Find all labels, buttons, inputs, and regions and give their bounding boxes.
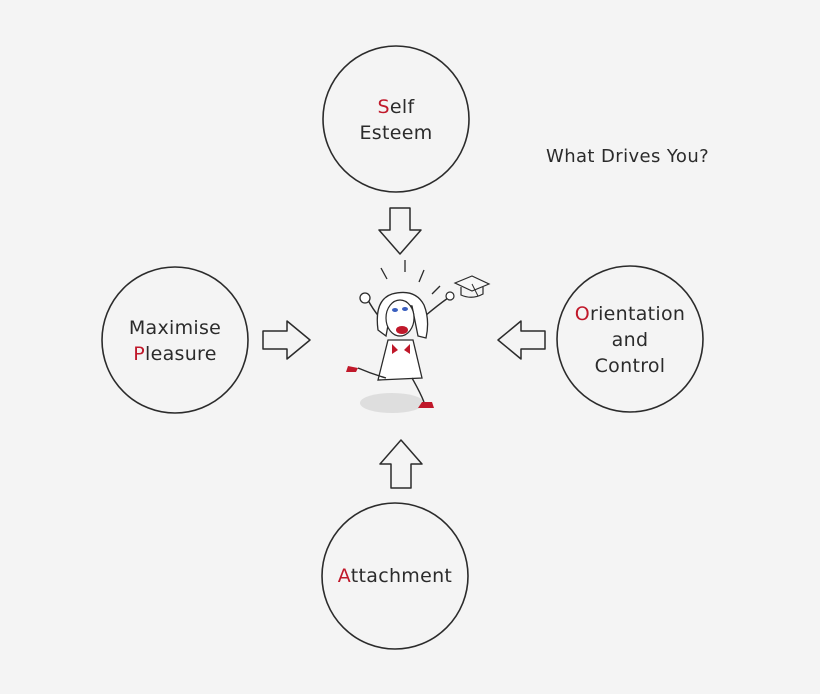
node-text-ttachment: ttachment: [350, 565, 453, 587]
node-text-esteem: Esteem: [359, 122, 433, 144]
node-circle-maximise-pleasure: [101, 266, 249, 414]
node-initial-s: S: [377, 96, 390, 118]
happy-person-icon: [346, 260, 491, 413]
node-label-attachment: Attachment: [325, 563, 465, 589]
node-label-self-esteem: Self Esteem: [336, 94, 456, 146]
node-text-control: Control: [594, 355, 666, 377]
diagram-title: What Drives You?: [546, 146, 710, 167]
node-circle-attachment: [321, 502, 469, 650]
arrow-down-icon: [378, 207, 422, 255]
node-circle-self-esteem: [322, 45, 470, 193]
node-text-elf: elf: [389, 96, 415, 118]
node-circle-orientation-control: [556, 265, 704, 413]
node-text-and: and: [611, 329, 649, 351]
arrow-left-icon: [497, 320, 546, 360]
node-initial-o: O: [574, 303, 590, 325]
arrow-up-icon: [379, 439, 423, 489]
node-text-maximise: Maximise: [128, 317, 222, 339]
node-label-orientation-control: Orientation and Control: [565, 301, 695, 379]
node-text-rientation: rientation: [589, 303, 686, 325]
node-initial-a: A: [337, 565, 351, 587]
node-text-leasure: leasure: [145, 343, 217, 365]
arrow-right-icon: [262, 320, 311, 360]
node-label-maximise-pleasure: Maximise Pleasure: [110, 315, 240, 367]
node-initial-p: P: [133, 343, 145, 365]
